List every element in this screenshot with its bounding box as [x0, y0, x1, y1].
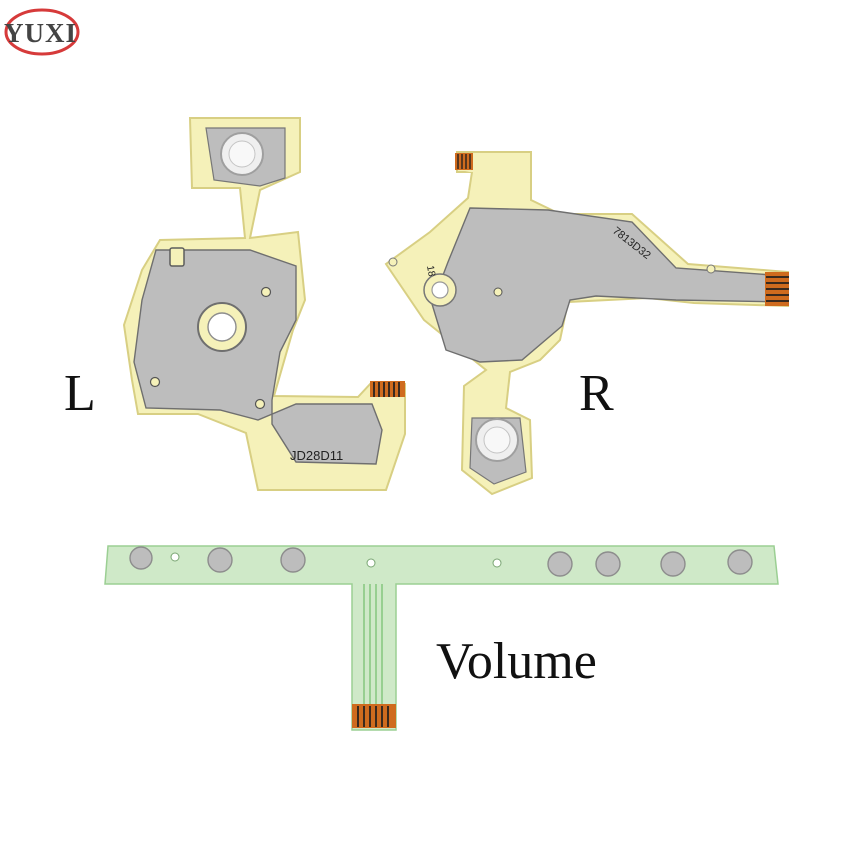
volume-flex-strip	[104, 545, 779, 731]
logo-swoosh-icon	[4, 8, 80, 56]
right-label: R	[579, 365, 614, 422]
right-flex-cable: 7813D32 18	[384, 151, 789, 496]
right-part-number: 18	[424, 265, 437, 278]
brand-logo: YUXI	[2, 2, 82, 62]
left-flex-cable: JD28D11	[122, 117, 406, 491]
logo-text: YUXI	[4, 18, 78, 48]
left-label: L	[64, 365, 96, 422]
volume-label: Volume	[436, 633, 597, 690]
left-part-code: JD28D11	[290, 448, 343, 463]
